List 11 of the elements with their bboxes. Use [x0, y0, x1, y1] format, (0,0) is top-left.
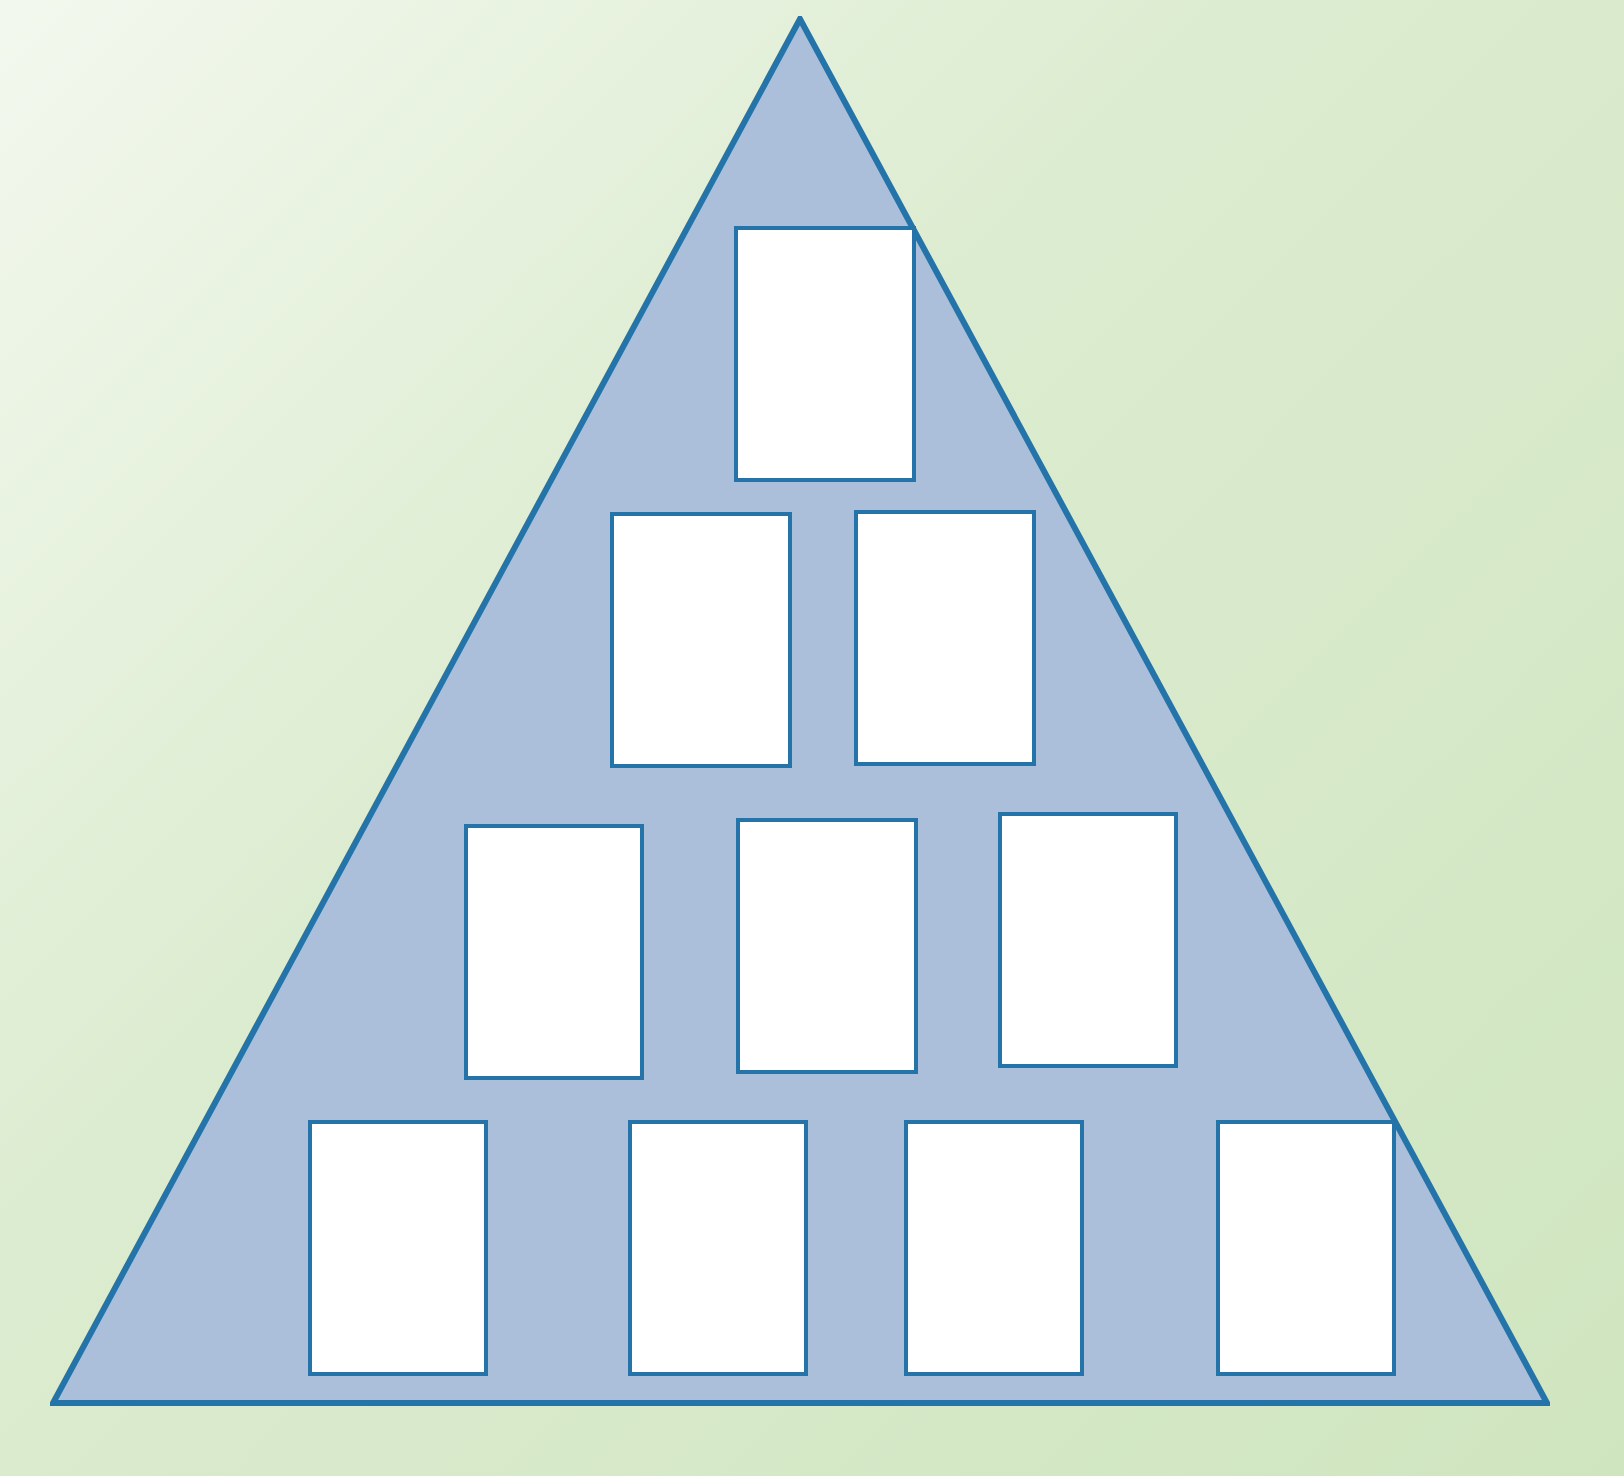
blank-card: [308, 1120, 488, 1376]
blank-card: [736, 818, 918, 1074]
blank-card: [610, 512, 792, 768]
blank-card: [734, 226, 916, 482]
blank-card: [628, 1120, 808, 1376]
blank-card: [1216, 1120, 1396, 1376]
blank-card: [904, 1120, 1084, 1376]
blank-card: [464, 824, 644, 1080]
pyramid-shape: [50, 16, 1550, 1406]
blank-card: [998, 812, 1178, 1068]
blank-card: [854, 510, 1036, 766]
